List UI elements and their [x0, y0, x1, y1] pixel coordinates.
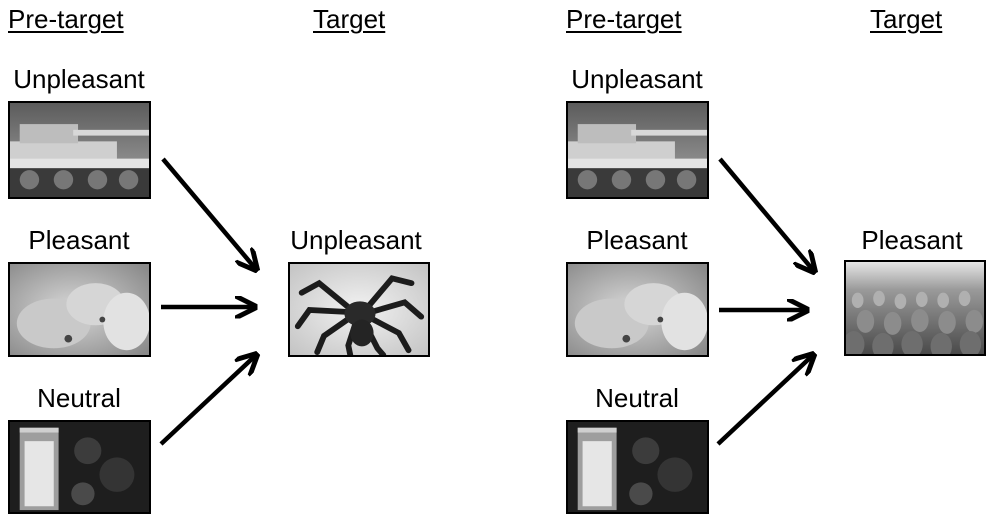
right-arrow-neutral — [716, 356, 812, 446]
right-puppies-image — [566, 262, 709, 357]
left-target-header: Target — [313, 4, 386, 34]
left-tank-image — [8, 101, 151, 199]
left-pretarget-label-neutral: Neutral — [37, 383, 121, 413]
right-pretarget-label-pleasant: Pleasant — [586, 225, 688, 255]
left-tarantula-image — [288, 262, 430, 357]
right-pretarget-label-unpleasant: Unpleasant — [571, 64, 703, 94]
left-puppies-image — [8, 262, 151, 357]
right-target-label: Pleasant — [861, 225, 963, 255]
left-pretarget-label-unpleasant: Unpleasant — [13, 64, 145, 94]
right-pretarget-header: Pre-target — [566, 4, 682, 34]
left-glass-image — [8, 420, 151, 514]
right-arrow-unpleasant — [718, 157, 813, 270]
left-arrow-neutral — [159, 356, 255, 446]
right-glass-image — [566, 420, 709, 514]
left-pretarget-header: Pre-target — [8, 4, 124, 34]
right-target-header: Target — [870, 4, 943, 34]
right-tank-image — [566, 101, 709, 199]
left-pretarget-label-pleasant: Pleasant — [28, 225, 130, 255]
left-target-label: Unpleasant — [290, 225, 422, 255]
right-pretarget-label-neutral: Neutral — [595, 383, 679, 413]
left-arrow-unpleasant — [161, 157, 255, 268]
right-tulips-image — [844, 260, 986, 356]
